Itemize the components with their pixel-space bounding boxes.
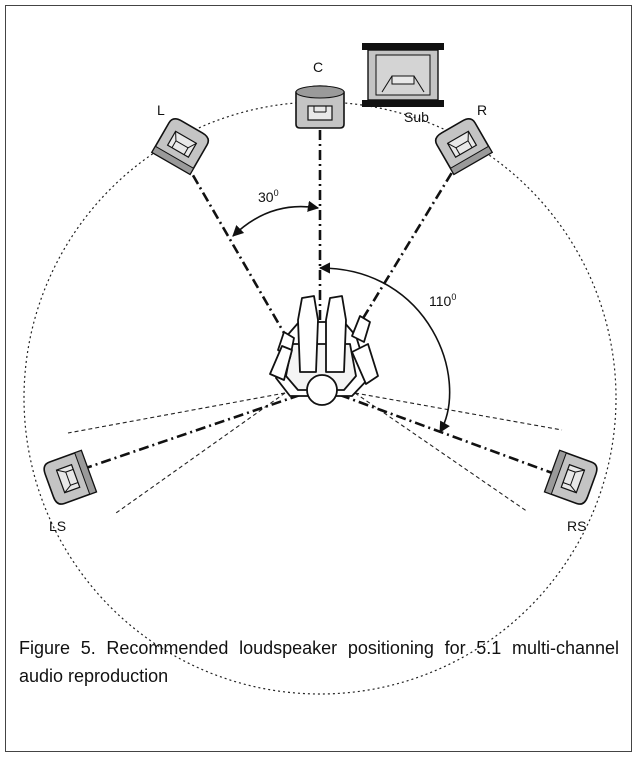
subwoofer-speaker [362, 43, 444, 107]
right-surround-speaker [543, 449, 600, 507]
listener-figure [269, 295, 379, 406]
figure-caption: Figure 5. Recommended loudspeaker positi… [19, 638, 619, 686]
right-speaker [432, 115, 493, 176]
sector-lines [67, 392, 563, 514]
left-speaker-label: L [157, 102, 165, 118]
angle-arc-30 [232, 200, 320, 237]
listening-circle [23, 101, 617, 695]
center-speaker-label: C [313, 59, 323, 75]
surround-angle-label: 1100 [429, 292, 456, 309]
right-speaker-label: R [477, 102, 487, 118]
center-speaker [295, 85, 345, 129]
speaker-axis-lines [79, 130, 556, 476]
angle-arc-110 [318, 262, 451, 433]
front-angle-label: 300 [258, 188, 279, 205]
left-surround-speaker [41, 449, 98, 507]
left-speaker [151, 115, 212, 176]
right-surround-label: RS [567, 518, 586, 534]
subwoofer-label: Sub [404, 109, 429, 125]
left-surround-label: LS [49, 518, 66, 534]
